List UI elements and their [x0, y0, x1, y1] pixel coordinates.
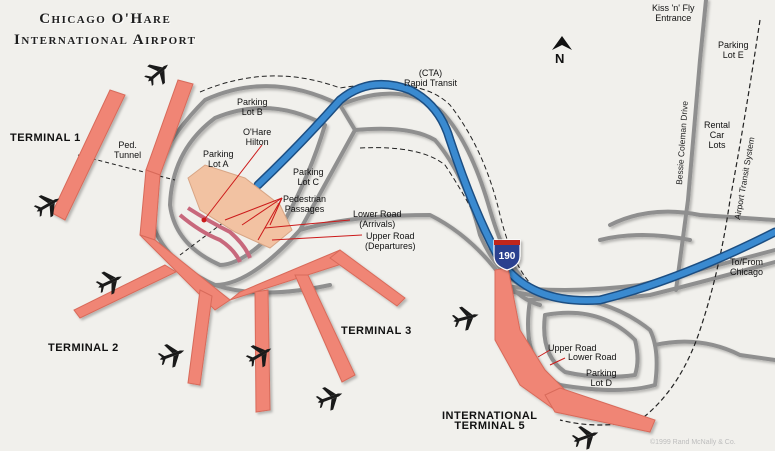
parking-lot-a-label: Parking Lot A — [203, 149, 234, 169]
terminal-2-concourse-f — [187, 289, 213, 386]
ped-tunnel-label: Ped. Tunnel — [114, 140, 141, 160]
north-arrow-icon — [552, 36, 572, 50]
airplane-icon — [95, 271, 122, 295]
bessie-coleman-drive-label: Bessie Coleman Drive — [674, 100, 690, 185]
transit-dashed-track — [199, 75, 541, 293]
parking-lot-c-label: Parking Lot C — [293, 167, 324, 187]
hilton-hotel-2 — [186, 206, 252, 259]
parking-lot-d-label-line2: Lot D — [590, 378, 613, 388]
parking-lot-a-label-line1: Parking — [203, 149, 234, 159]
airport-transit-system-label: Airport Transit System — [732, 136, 756, 220]
parking-lot-e-label: Parking Lot E — [718, 40, 749, 60]
terminal-3-label: TERMINAL 3 — [341, 325, 412, 337]
map-title-line2: International Airport — [14, 32, 197, 48]
terminal-1-connector — [139, 169, 161, 241]
terminal-3-concourse-h — [294, 274, 356, 383]
kiss-n-fly-label-line2: Entrance — [655, 13, 692, 23]
interstate-190-shield-icon: 190 — [493, 239, 521, 271]
terminal-2-label: TERMINAL 2 — [48, 342, 119, 354]
parking-lot-a — [187, 164, 293, 249]
hilton-label: O'Hare Hilton — [243, 127, 271, 147]
parking-lot-e-label-line1: Parking — [718, 40, 749, 50]
map-title-line1: Chicago O'Hare — [39, 11, 172, 27]
copyright: ©1999 Rand McNally & Co. — [650, 439, 736, 446]
airplanes — [33, 64, 599, 450]
to-from-chicago-label: To/From Chicago — [730, 257, 763, 277]
airplane-icon — [571, 426, 599, 450]
terminal-1-label: TERMINAL 1 — [10, 132, 81, 144]
rental-car-lots-label-line2: Car — [709, 130, 725, 140]
to-from-chicago-label-line1: To/From — [730, 257, 764, 267]
pedestrian-passages-label-line1: Pedestrian — [283, 194, 327, 204]
parking-lot-d-label-line1: Parking — [586, 368, 617, 378]
airplane-icon — [33, 195, 60, 218]
airplane-icon — [315, 387, 343, 411]
kiss-n-fly-label-line1: Kiss 'n' Fly — [652, 3, 695, 13]
terminal-1-concourse-b — [51, 89, 126, 221]
upper-road-label-line1: Upper Road — [365, 231, 415, 241]
hilton-label-line1: O'Hare — [243, 127, 272, 137]
terminal-5-concourse — [544, 387, 656, 433]
rental-road — [608, 209, 775, 227]
pedestrian-passages-label: Pedestrian Passages — [283, 194, 326, 214]
bessie-coleman-drive — [674, 0, 708, 292]
cta-label: (CTA) Rapid Transit — [404, 68, 457, 88]
hilton-label-line2: Hilton — [245, 137, 269, 147]
airport-transit-system-line — [559, 19, 761, 426]
parking-lot-c-label-line2: Lot C — [297, 177, 320, 187]
terminal-1-concourse-c — [145, 79, 194, 176]
cta-label-line1: (CTA) — [418, 68, 443, 78]
t5-upper-road-label: Upper Road — [548, 343, 597, 353]
leader-lines — [203, 144, 566, 366]
cta-blue-line-fill — [255, 81, 775, 304]
t5-inner-road — [542, 310, 640, 379]
airplane-icon — [157, 344, 185, 368]
map-title: Chicago O'Hare International Airport — [14, 9, 197, 51]
upper-road-label: Upper Road (Departures) — [365, 231, 416, 251]
lower-road-label-line1: Lower Road — [353, 209, 402, 219]
terminal-inner-road — [168, 106, 327, 267]
airplane-icon — [144, 64, 168, 86]
terminal-5-label-line1: INTERNATIONAL — [442, 410, 538, 422]
parking-lot-e-label-line2: Lot E — [722, 50, 744, 60]
transit-dashed-track-2 — [359, 147, 491, 251]
rental-road-2 — [598, 233, 692, 242]
airplane-icon — [245, 345, 272, 368]
parking-lot-a-label-line2: Lot A — [207, 159, 229, 169]
parking-lot-c-label-line1: Parking — [293, 167, 324, 177]
parking-lot-b-label-line2: Lot B — [241, 107, 263, 117]
lower-road-label: Lower Road (Arrivals) — [353, 209, 402, 229]
kiss-n-fly-label: Kiss 'n' Fly Entrance — [652, 3, 694, 23]
airplane-icon — [451, 306, 479, 331]
parking-lot-b-label-line1: Parking — [237, 97, 268, 107]
to-from-chicago-label-line2: Chicago — [730, 267, 764, 277]
t5-lower-road-label: Lower Road — [568, 352, 617, 362]
south-road-east — [653, 339, 775, 362]
north-label: N — [555, 51, 565, 66]
parking-lot-d-label: Parking Lot D — [586, 368, 617, 388]
cta-label-line2: Rapid Transit — [404, 78, 458, 88]
terminal-5-label-line2: TERMINAL 5 — [454, 420, 526, 432]
terminal-buildings — [51, 79, 656, 433]
upper-road-label-line2: (Departures) — [365, 241, 416, 251]
ped-tunnel-label-line1: Ped. — [118, 140, 137, 150]
pedestrian-passages-label-line2: Passages — [284, 204, 325, 214]
terminal-5-label: INTERNATIONAL TERMINAL 5 — [442, 410, 538, 432]
route-shield-number: 190 — [499, 251, 516, 262]
terminal-3-concourse-k — [329, 249, 406, 307]
rental-car-lots-label-line3: Lots — [708, 140, 726, 150]
rental-car-lots-label: Rental Car Lots — [704, 120, 730, 150]
parking-lot-b-label: Parking Lot B — [237, 97, 268, 117]
lower-road-label-line2: (Arrivals) — [359, 219, 396, 229]
rental-car-lots-label-line1: Rental — [704, 120, 731, 130]
terminal-2-concourse-e — [73, 264, 178, 319]
ped-tunnel-label-line2: Tunnel — [114, 150, 142, 160]
hilton-hotel — [178, 213, 242, 263]
